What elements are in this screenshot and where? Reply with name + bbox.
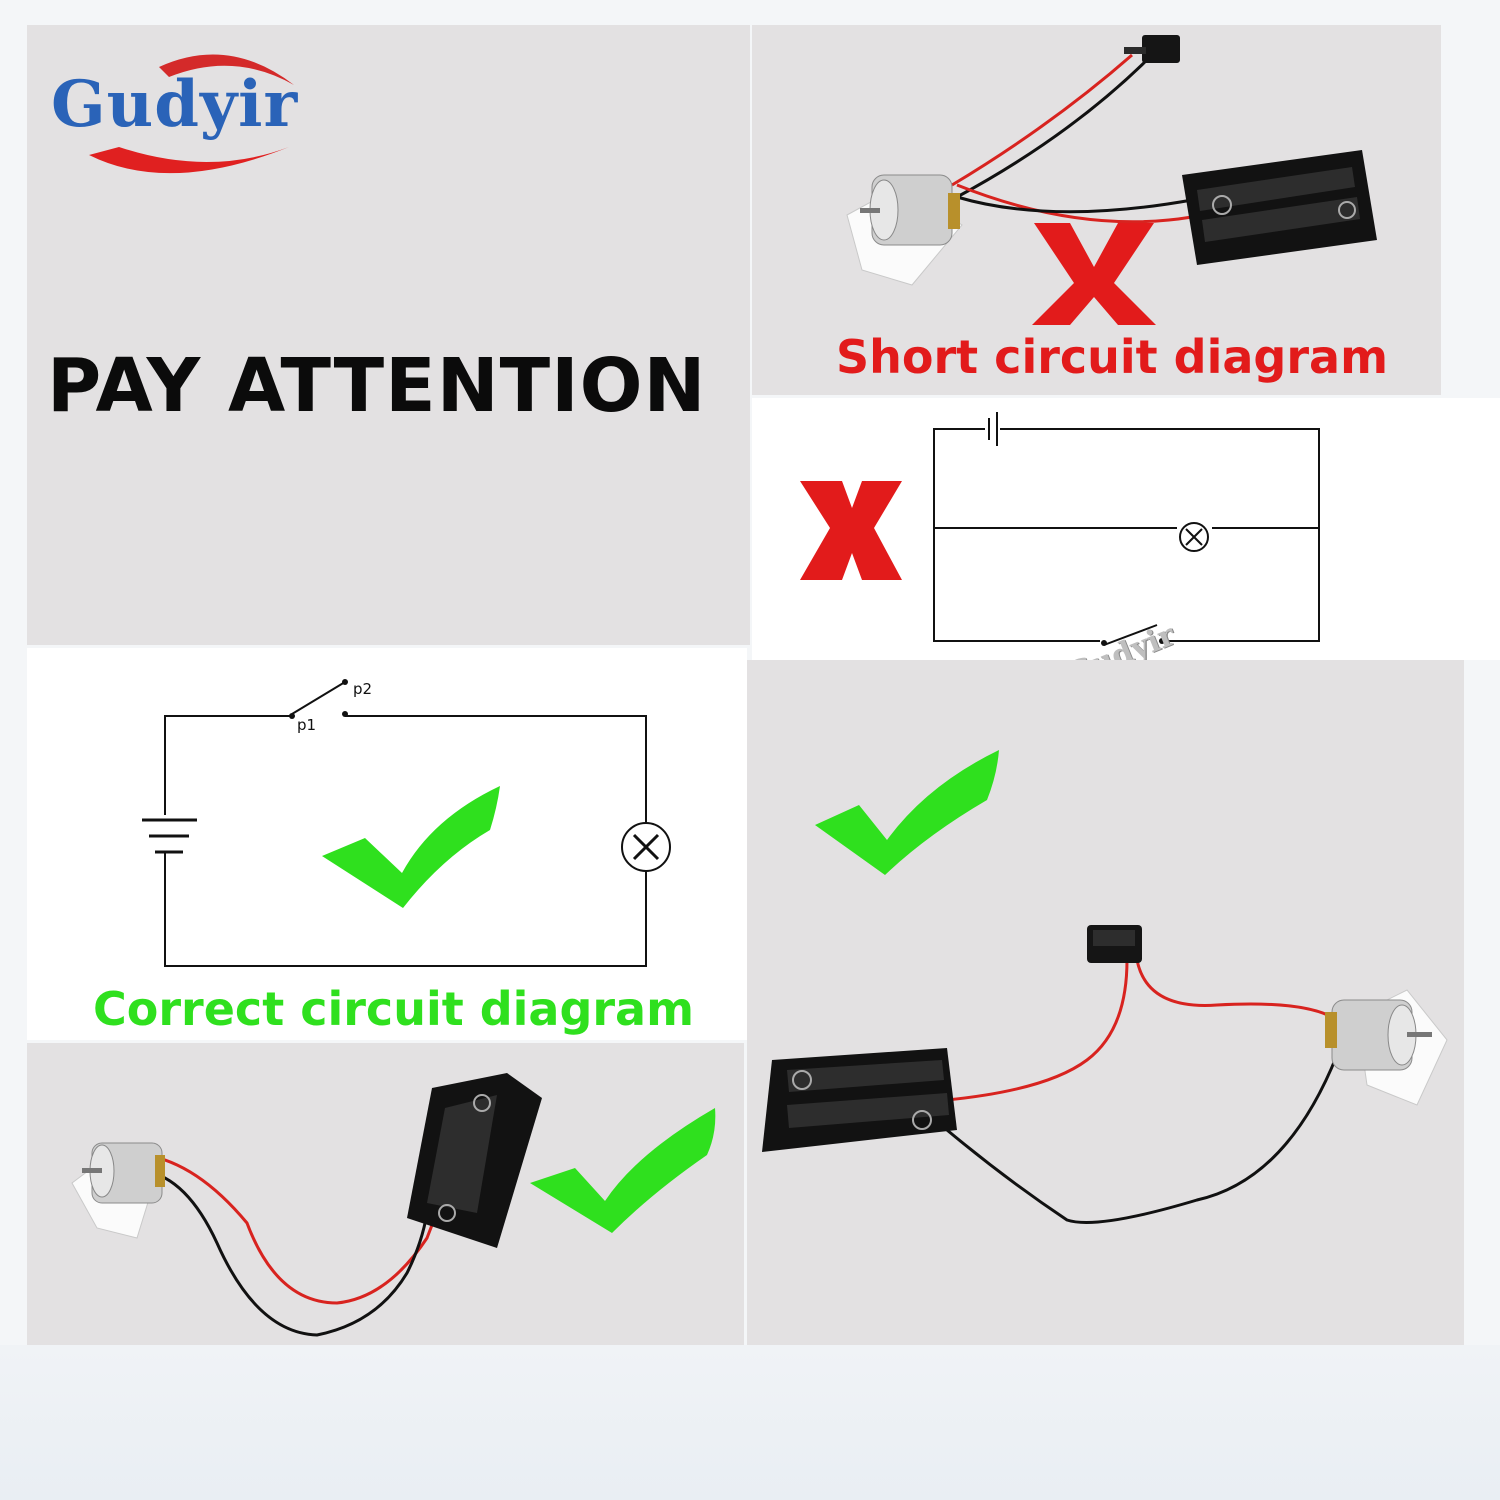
correct-check-icon bbox=[530, 1108, 716, 1233]
correct-direct-photo bbox=[71, 1073, 716, 1337]
battery-holder-icon bbox=[407, 1073, 542, 1248]
battery-holder-icon bbox=[1182, 150, 1377, 265]
switch-label-p1: p1 bbox=[297, 716, 317, 734]
short-circuit-photo-panel: Short circuit diagram bbox=[752, 25, 1441, 395]
short-circuit-caption: Short circuit diagram bbox=[836, 330, 1388, 384]
motor-icon bbox=[1325, 989, 1448, 1106]
wrong-x-icon bbox=[1032, 223, 1156, 325]
correct-schematic-panel: p1 p2 Correct circuit diagram bbox=[27, 648, 747, 1040]
page-title: PAY ATTENTION bbox=[47, 343, 707, 429]
short-circuit-schematic-panel bbox=[752, 398, 1500, 660]
short-circuit-photo bbox=[846, 35, 1377, 325]
correct-direct-photo-panel bbox=[27, 1043, 744, 1345]
logo-swoosh-icon bbox=[89, 54, 294, 174]
rocker-switch-icon bbox=[1087, 925, 1142, 963]
switch-label-p2: p2 bbox=[353, 680, 373, 698]
battery-holder-icon bbox=[762, 1048, 957, 1152]
correct-switch-photo bbox=[762, 750, 1448, 1224]
correct-switch-photo-panel bbox=[747, 660, 1464, 1345]
motor-icon bbox=[846, 174, 963, 286]
rocker-switch-icon bbox=[1124, 35, 1180, 63]
wrong-x-icon bbox=[800, 481, 902, 580]
correct-circuit-caption: Correct circuit diagram bbox=[93, 982, 695, 1036]
lamp-symbol-icon bbox=[621, 822, 671, 872]
motor-icon bbox=[71, 1142, 165, 1239]
logo-text: Gudyir bbox=[51, 67, 299, 142]
short-circuit-schematic bbox=[800, 412, 1320, 646]
attention-panel: Gudyir PAY ATTENTION bbox=[27, 25, 750, 645]
lamp-symbol-icon bbox=[1179, 522, 1209, 552]
battery-symbol-icon bbox=[142, 818, 197, 854]
brand-logo: Gudyir bbox=[49, 37, 349, 197]
correct-check-icon bbox=[815, 750, 999, 875]
bottom-background-band bbox=[0, 1345, 1500, 1500]
correct-schematic bbox=[142, 679, 671, 967]
correct-check-icon bbox=[322, 786, 500, 908]
battery-symbol-icon bbox=[988, 412, 998, 446]
